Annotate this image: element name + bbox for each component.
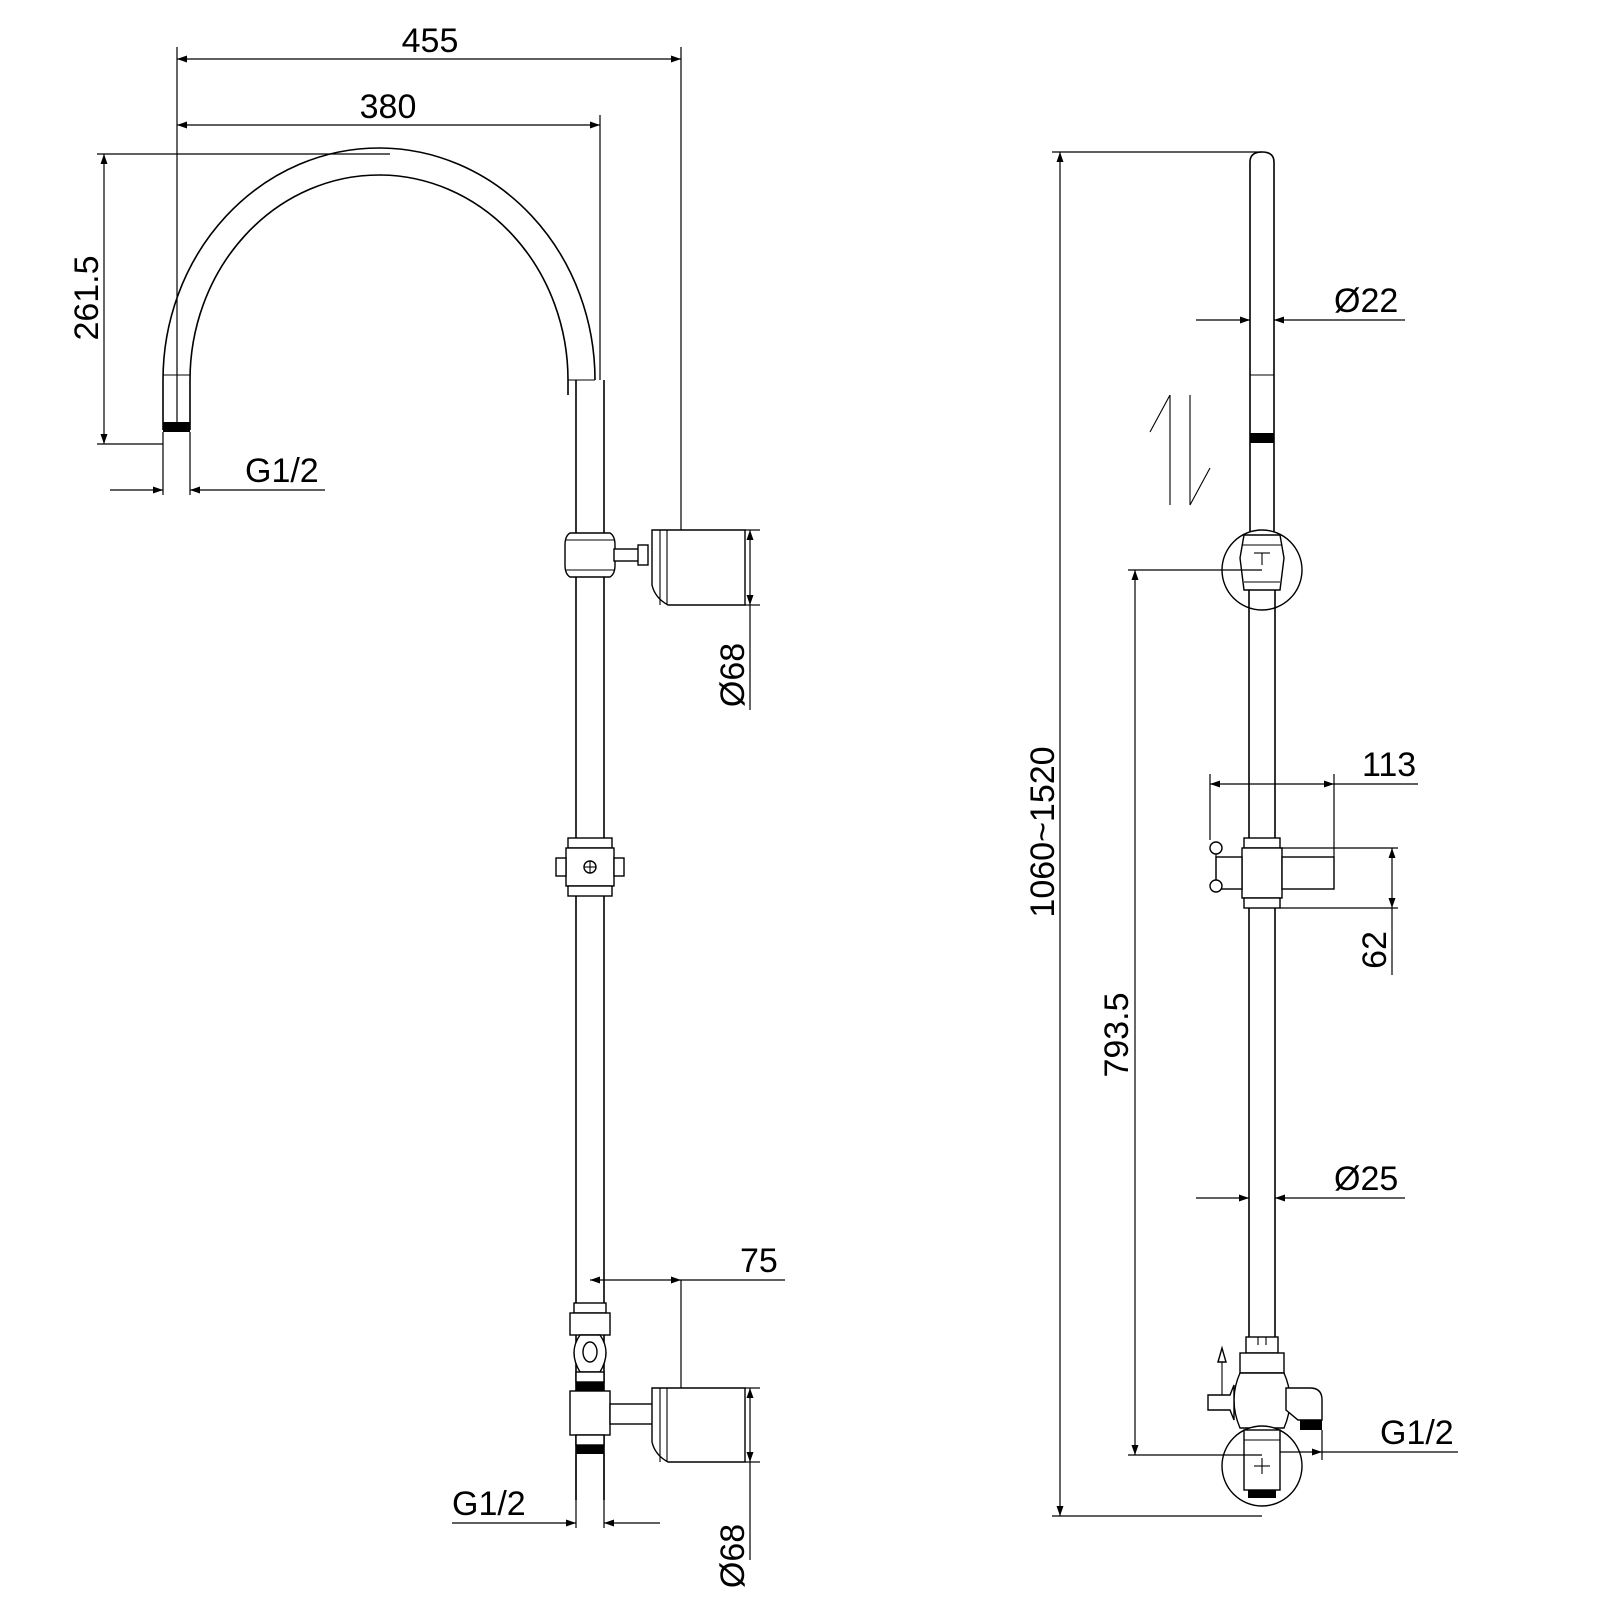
- side-mixer-body: [1233, 1372, 1291, 1429]
- side-outlet-thread: [1300, 1420, 1322, 1430]
- diverter-body: [555, 837, 625, 897]
- upper-pipe-diameter-label: Ø22: [1334, 282, 1398, 320]
- slide-holder: [1209, 837, 1335, 909]
- callout-lower-bracket-diameter: Ø68: [714, 1387, 760, 1588]
- arm-outer-contour: [162, 147, 596, 430]
- lower-pipe: [1248, 590, 1276, 1337]
- side-inlet-thread: [1248, 1490, 1276, 1498]
- outlet-thread-label: G1/2: [1380, 1414, 1454, 1452]
- lower-pipe-diameter-label: Ø25: [1334, 1160, 1398, 1198]
- side-mixer: [1207, 1336, 1323, 1507]
- slider-depth-label: 113: [1362, 746, 1416, 784]
- callout-upper-pipe-diameter: Ø22: [1196, 282, 1405, 324]
- dimension-slider-depth: 113: [1209, 746, 1418, 857]
- upper-clamp: [564, 532, 616, 578]
- upper-diameter-label: Ø68: [714, 643, 752, 707]
- mixer-thread-upper: [576, 1382, 604, 1391]
- side-view: Ø22 1060~1520 113 62: [1024, 151, 1458, 1517]
- dimension-arm-width: 380: [177, 88, 601, 380]
- upper-wall-bracket: [564, 529, 746, 606]
- dim-380-label: 380: [360, 88, 417, 126]
- slider-height-label: 62: [1356, 931, 1394, 969]
- arm-inner-contour: [189, 174, 569, 430]
- offset-75-label: 75: [740, 1242, 778, 1280]
- mixer-thread-lower: [576, 1445, 604, 1454]
- dimension-lower-offset: 75: [590, 1242, 785, 1388]
- upper-wall-flange: [651, 529, 746, 606]
- upper-bracket-stem: [613, 548, 641, 562]
- callout-upper-bracket-diameter: Ø68: [714, 529, 760, 710]
- dimension-center-distance: 793.5: [1098, 569, 1262, 1456]
- center-distance-label: 793.5: [1098, 992, 1136, 1077]
- callout-lower-pipe-diameter: Ø25: [1196, 1160, 1405, 1202]
- dimension-total-height: 1060~1520: [1024, 151, 1262, 1517]
- total-height-label: 1060~1520: [1024, 746, 1062, 917]
- dim-455-label: 455: [402, 22, 459, 60]
- dimension-slider-height: 62: [1280, 847, 1398, 975]
- adjust-arrows-icon: [1149, 394, 1211, 506]
- upper-pipe: [1249, 151, 1275, 535]
- callout-head-thread: G1/2: [110, 432, 325, 495]
- mixer-body: [569, 1390, 611, 1436]
- shower-arm: [162, 147, 596, 432]
- callout-outlet-thread: G1/2: [1280, 1414, 1458, 1460]
- upper-pipe-contour: [1249, 151, 1275, 535]
- lower-wall-flange: [651, 1387, 746, 1463]
- upper-pipe-thread: [1250, 433, 1274, 443]
- head-thread-label: G1/2: [245, 452, 319, 490]
- side-mixer-outlet: [1285, 1387, 1323, 1421]
- lower-mixer: [569, 1302, 746, 1463]
- dimension-overall-width: 455: [176, 22, 682, 530]
- lower-bracket-stem: [609, 1403, 657, 1425]
- side-mixer-handle: [1217, 1345, 1227, 1363]
- callout-inlet-thread: G1/2: [452, 1454, 660, 1528]
- slide-holder-arm: [1281, 856, 1335, 890]
- dimension-arm-height: 261.5: [68, 153, 390, 445]
- inlet-thread-label: G1/2: [452, 1485, 526, 1523]
- slide-holder-body: [1241, 847, 1283, 899]
- lower-diameter-label: Ø68: [714, 1524, 752, 1588]
- front-view: 455 380 261.5 G1/2 Ø6: [68, 22, 785, 1588]
- dim-261-5-label: 261.5: [68, 255, 106, 340]
